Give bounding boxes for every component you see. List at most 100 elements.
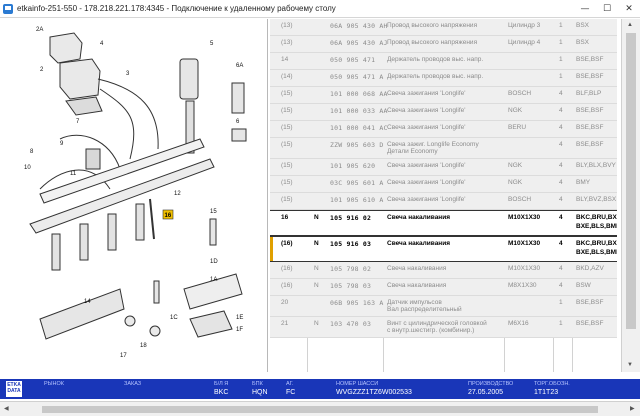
plug-shape (209, 218, 217, 246)
info-field-label: АГ. (286, 381, 294, 387)
info-field-label: РЫНОК (44, 381, 64, 387)
part-models: BSE,BSF (576, 56, 604, 63)
scroll-down-icon[interactable]: ▼ (627, 362, 633, 368)
sensor-shape (189, 310, 233, 338)
callout-label: 2A (36, 27, 43, 33)
part-models: BLF,BLP (576, 90, 602, 97)
connector-shape (85, 148, 101, 170)
callout-label: 8 (30, 149, 34, 155)
part-quantity: 4 (559, 282, 563, 289)
washer-shape (124, 315, 136, 327)
part-specification: M10X1X30 (508, 240, 541, 247)
horizontal-scrollbar[interactable]: ◀ ▶ (0, 401, 640, 416)
part-description: Свеча зажигания 'Longlife' (387, 162, 466, 169)
minimize-button[interactable]: — (580, 4, 590, 14)
part-number: 06A 905 430 AJ (330, 39, 388, 47)
part-specification: Цилиндр 4 (508, 39, 541, 46)
part-models: BSW (576, 282, 591, 289)
part-number: 101 000 068 AA (330, 90, 388, 98)
part-position: 16 (281, 214, 289, 221)
part-flag: N (314, 265, 319, 272)
callout-label: 11 (70, 171, 77, 177)
part-description: Провод высокого напряжения (387, 22, 478, 29)
part-models: BSE,BSF (576, 141, 604, 148)
part-description: Держатель проводов выс. напр. (387, 56, 484, 63)
vertical-scrollbar[interactable]: ▲ ▼ (621, 19, 640, 372)
bolt-shape (153, 280, 160, 304)
scroll-thumb[interactable] (42, 406, 598, 413)
part-number: 050 905 471 (330, 56, 376, 64)
part-position: 14 (281, 56, 289, 63)
info-field-value: WVGZZZ1TZ6W002533 (336, 389, 412, 396)
parts-diagram[interactable]: 2A 2 4 3 5 6A 6 7 8 9 10 11 12 14 15 17 … (0, 19, 268, 372)
part-quantity: 4 (559, 240, 563, 247)
callout-label: 18 (140, 343, 147, 349)
part-number: 03C 905 601 A (330, 179, 384, 187)
part-position: 20 (281, 299, 289, 306)
callout-label: 1F (236, 327, 243, 333)
info-field-label: ПРОИЗВОДСТВО (468, 381, 514, 387)
part-number: 06B 905 163 A (330, 299, 384, 307)
part-position: (15) (281, 124, 293, 131)
part-models: BSX (576, 22, 590, 29)
coil-pack-shape (185, 100, 195, 154)
part-quantity: 1 (559, 320, 563, 327)
highlighted-callout-box (162, 209, 174, 220)
part-specification: NGK (508, 107, 523, 114)
part-flag: N (314, 240, 319, 247)
part-quantity: 4 (559, 107, 563, 114)
ignition-coil-shape (59, 58, 101, 100)
plug-shape (231, 128, 247, 142)
part-models: BSX (576, 39, 590, 46)
scroll-left-icon[interactable]: ◀ (4, 406, 9, 412)
callout-label: 9 (60, 141, 64, 147)
part-description: Провод высокого напряжения (387, 39, 478, 46)
part-number: 050 905 471 A (330, 73, 384, 81)
part-quantity: 4 (559, 90, 563, 97)
close-button[interactable]: ✕ (625, 4, 633, 14)
maximize-button[interactable]: ☐ (602, 4, 612, 14)
info-field-label: ТОРГ.ОБОЗН. (534, 381, 570, 387)
part-quantity: 1 (559, 299, 563, 306)
scroll-thumb[interactable] (626, 33, 636, 329)
exploded-view-illustration: 2A 2 4 3 5 6A 6 7 8 9 10 11 12 14 15 17 … (24, 27, 247, 359)
part-position: 21 (281, 320, 289, 327)
part-number: 101 000 041 AC (330, 124, 388, 132)
callout-label: 2 (40, 67, 44, 73)
callout-label: 15 (210, 209, 217, 215)
part-models: BSE,BSF (576, 73, 604, 80)
parts-row[interactable]: 14 050 905 471 Держатель проводов выс. нап… (270, 53, 617, 70)
info-field-label: НОМЕР ШАССИ (336, 381, 379, 387)
part-description: Свеча зажигания 'Longlife' (387, 124, 466, 131)
part-specification: M6X16 (508, 320, 529, 327)
window-title: etkainfo-251-550 - 178.218.221.178:4345 … (17, 4, 336, 13)
part-position: (15) (281, 107, 293, 114)
info-field-label: ЗАКАЗ (124, 381, 142, 387)
coil-pack-shape (179, 58, 199, 100)
part-specification: BOSCH (508, 196, 532, 203)
part-position: (16) (281, 240, 293, 247)
part-specification: M10X1X30 (508, 214, 541, 221)
ignition-coil-shape (49, 32, 83, 64)
scroll-right-icon[interactable]: ▶ (630, 406, 635, 412)
part-specification: BOSCH (508, 90, 532, 97)
scroll-up-icon[interactable]: ▲ (627, 22, 633, 28)
